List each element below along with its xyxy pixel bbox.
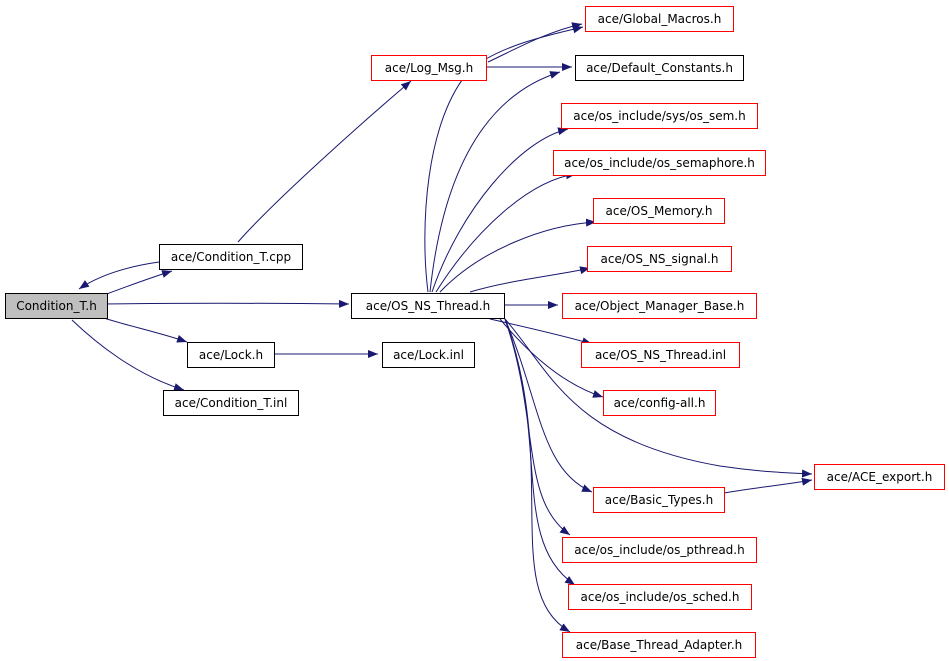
node-os-sched-h[interactable]: ace/os_include/os_sched.h <box>568 584 752 610</box>
edge-condition-t-h-to-os-ns-thread-h <box>102 299 350 308</box>
node-label: ace/OS_NS_signal.h <box>601 252 719 266</box>
node-log-msg-h[interactable]: ace/Log_Msg.h <box>371 55 487 81</box>
node-label: ace/Lock.h <box>199 348 263 362</box>
node-ace-export-h[interactable]: ace/ACE_export.h <box>814 464 945 490</box>
node-os-sem-h[interactable]: ace/os_include/sys/os_sem.h <box>561 103 758 129</box>
edge-os-ns-thread-h-to-basic-types-h <box>504 318 593 493</box>
node-box[interactable] <box>568 584 752 610</box>
node-box[interactable] <box>187 342 275 368</box>
node-label: ace/os_include/os_sched.h <box>581 590 740 604</box>
node-os-semaphore-h[interactable]: ace/os_include/os_semaphore.h <box>553 150 766 176</box>
node-label: ace/os_include/os_pthread.h <box>574 543 744 557</box>
node-box[interactable] <box>581 342 740 368</box>
edge-os-ns-thread-h-to-default-constants-h <box>429 71 561 293</box>
node-label: ace/ACE_export.h <box>827 470 933 484</box>
node-box[interactable] <box>5 293 108 319</box>
node-global-macros-h[interactable]: ace/Global_Macros.h <box>585 6 734 32</box>
node-box[interactable] <box>382 342 475 368</box>
node-box[interactable] <box>562 632 756 658</box>
node-label: ace/Global_Macros.h <box>598 12 722 26</box>
edge-os-ns-thread-h-to-ace-export-h <box>504 318 813 478</box>
edge-os-ns-thread-h-to-os-semaphore-h <box>435 171 577 293</box>
node-os-ns-signal-h[interactable]: ace/OS_NS_signal.h <box>587 246 732 272</box>
node-lock-inl[interactable]: ace/Lock.inl <box>382 342 475 368</box>
edge-condition-t-h-to-condition-t-inl <box>71 319 185 391</box>
node-object-manager-base-h[interactable]: ace/Object_Manager_Base.h <box>562 293 757 319</box>
node-box[interactable] <box>561 103 758 129</box>
node-config-all-h[interactable]: ace/config-all.h <box>603 390 716 416</box>
node-os-pthread-h[interactable]: ace/os_include/os_pthread.h <box>562 537 757 563</box>
edge-condition-t-h-to-lock-h <box>103 317 188 343</box>
node-box[interactable] <box>575 55 744 81</box>
node-box[interactable] <box>562 293 757 319</box>
node-label: ace/OS_NS_Thread.h <box>366 299 490 313</box>
edge-condition-t-cpp-to-log-msg-h <box>237 80 412 243</box>
edge-os-ns-thread-h-to-os-sem-h <box>431 127 569 293</box>
node-os-ns-thread-h[interactable]: ace/OS_NS_Thread.h <box>351 293 505 319</box>
node-condition-t-h[interactable]: Condition_T.h <box>5 293 108 319</box>
edge-os-ns-thread-h-to-os-pthread-h <box>504 318 571 536</box>
edge-os-ns-thread-h-to-os-ns-thread-inl <box>489 318 593 345</box>
node-label: Condition_T.h <box>16 299 97 313</box>
node-label: ace/config-all.h <box>614 396 706 410</box>
edge-layer <box>71 22 813 633</box>
node-label: ace/os_include/os_semaphore.h <box>564 156 755 170</box>
node-label: ace/Default_Constants.h <box>586 61 733 75</box>
edge-os-ns-thread-h-to-base-thread-adapter-h <box>504 318 571 633</box>
node-base-thread-adapter-h[interactable]: ace/Base_Thread_Adapter.h <box>562 632 756 658</box>
edge-log-msg-h-to-global-macros-h <box>487 22 583 63</box>
node-box[interactable] <box>562 537 757 563</box>
node-condition-t-cpp[interactable]: ace/Condition_T.cpp <box>159 244 303 270</box>
node-box[interactable] <box>603 390 716 416</box>
edge-basic-types-h-to-ace-export-h <box>723 477 813 494</box>
node-layer: Condition_T.h ace/Condition_T.cpp ace/Lock… <box>5 6 945 658</box>
node-box[interactable] <box>553 150 766 176</box>
node-label: ace/OS_NS_Thread.inl <box>595 348 726 362</box>
node-condition-t-inl[interactable]: ace/Condition_T.inl <box>163 390 299 416</box>
node-os-ns-thread-inl[interactable]: ace/OS_NS_Thread.inl <box>581 342 740 368</box>
node-label: ace/Log_Msg.h <box>385 61 473 75</box>
edge-os-ns-thread-h-to-os-ns-signal-h <box>469 266 591 293</box>
node-label: ace/Base_Thread_Adapter.h <box>576 638 742 652</box>
node-box[interactable] <box>159 244 303 270</box>
node-label: ace/Condition_T.cpp <box>171 250 291 264</box>
node-label: ace/Condition_T.inl <box>175 396 288 410</box>
edge-condition-t-h-to-condition-t-cpp <box>103 270 173 296</box>
edge-condition-t-cpp-to-condition-t-h <box>78 261 160 290</box>
node-box[interactable] <box>163 390 299 416</box>
edge-os-ns-thread-h-to-os-memory-h <box>439 218 597 293</box>
node-label: ace/Lock.inl <box>393 348 464 362</box>
node-box[interactable] <box>351 293 505 319</box>
node-lock-h[interactable]: ace/Lock.h <box>187 342 275 368</box>
node-label: ace/OS_Memory.h <box>606 204 713 218</box>
node-label: ace/Basic_Types.h <box>605 493 713 507</box>
node-box[interactable] <box>371 55 487 81</box>
node-label: ace/Object_Manager_Base.h <box>575 299 745 313</box>
node-label: ace/os_include/sys/os_sem.h <box>573 109 745 123</box>
node-os-memory-h[interactable]: ace/OS_Memory.h <box>593 198 725 224</box>
node-basic-types-h[interactable]: ace/Basic_Types.h <box>593 487 725 513</box>
node-default-constants-h[interactable]: ace/Default_Constants.h <box>575 55 744 81</box>
node-box[interactable] <box>585 6 734 32</box>
node-box[interactable] <box>593 198 725 224</box>
node-box[interactable] <box>814 464 945 490</box>
node-box[interactable] <box>587 246 732 272</box>
node-box[interactable] <box>593 487 725 513</box>
